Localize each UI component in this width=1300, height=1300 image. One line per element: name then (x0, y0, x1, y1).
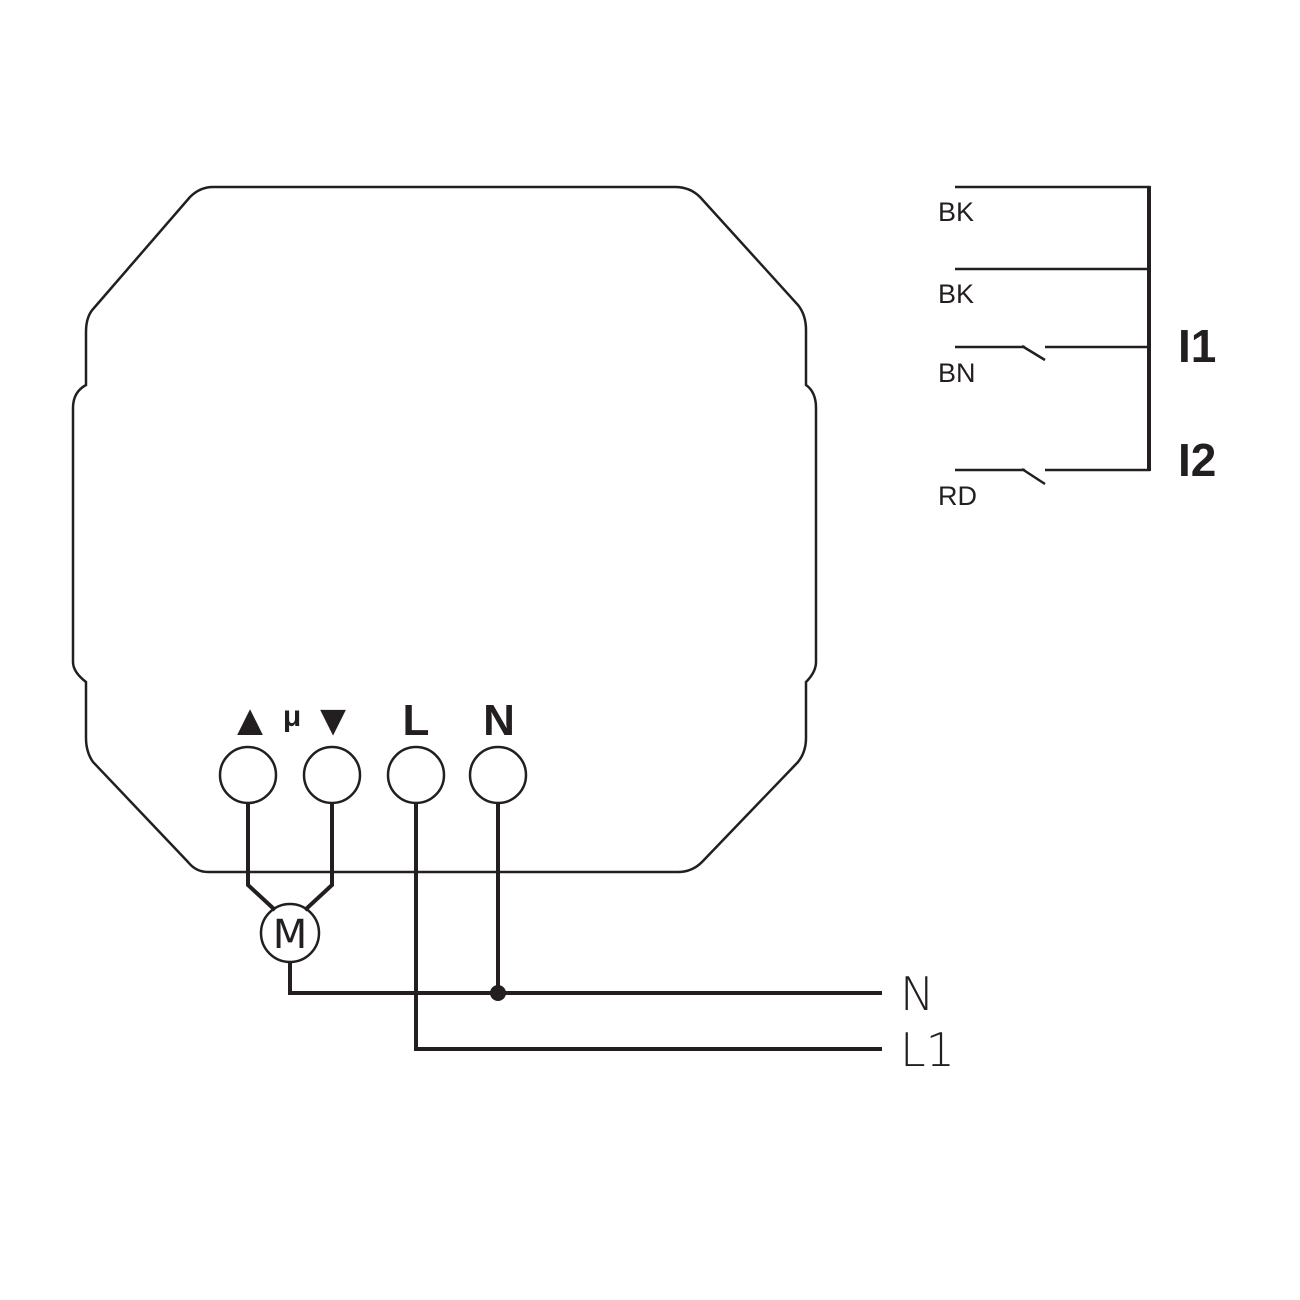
wire-motor-to-neutral (288, 962, 882, 995)
switch-i1-contact (1021, 344, 1046, 362)
terminal-line-label: L (403, 696, 430, 745)
wire-up-to-motor (246, 803, 277, 912)
input-label-i2: I2 (1178, 434, 1216, 486)
terminal-up-symbol: ▲ (228, 696, 272, 745)
wire-label-bn: BN (938, 358, 976, 388)
terminal-down (302, 745, 362, 805)
terminal-neutral (468, 745, 528, 805)
switch-i2-contact (1021, 467, 1046, 486)
terminal-mu-symbol: μ (283, 700, 301, 733)
terminal-neutral-label: N (483, 696, 515, 745)
supply-line-label: L1 (900, 1023, 955, 1077)
wire-label-rd: RD (938, 481, 977, 511)
terminal-line (386, 745, 446, 805)
wire-line-terminal (414, 803, 882, 1051)
terminal-down-symbol: ▼ (311, 696, 355, 745)
supply-neutral-label: N (900, 967, 934, 1021)
neutral-junction-dot (490, 985, 506, 1001)
motor-label: M (273, 912, 308, 958)
wire-label-bk-2: BK (938, 279, 974, 309)
input-label-i1: I1 (1178, 320, 1216, 372)
wire-down-to-motor (303, 803, 334, 912)
device-housing (71, 185, 818, 874)
wire-label-bk-1: BK (938, 197, 974, 227)
terminal-up (218, 745, 278, 805)
